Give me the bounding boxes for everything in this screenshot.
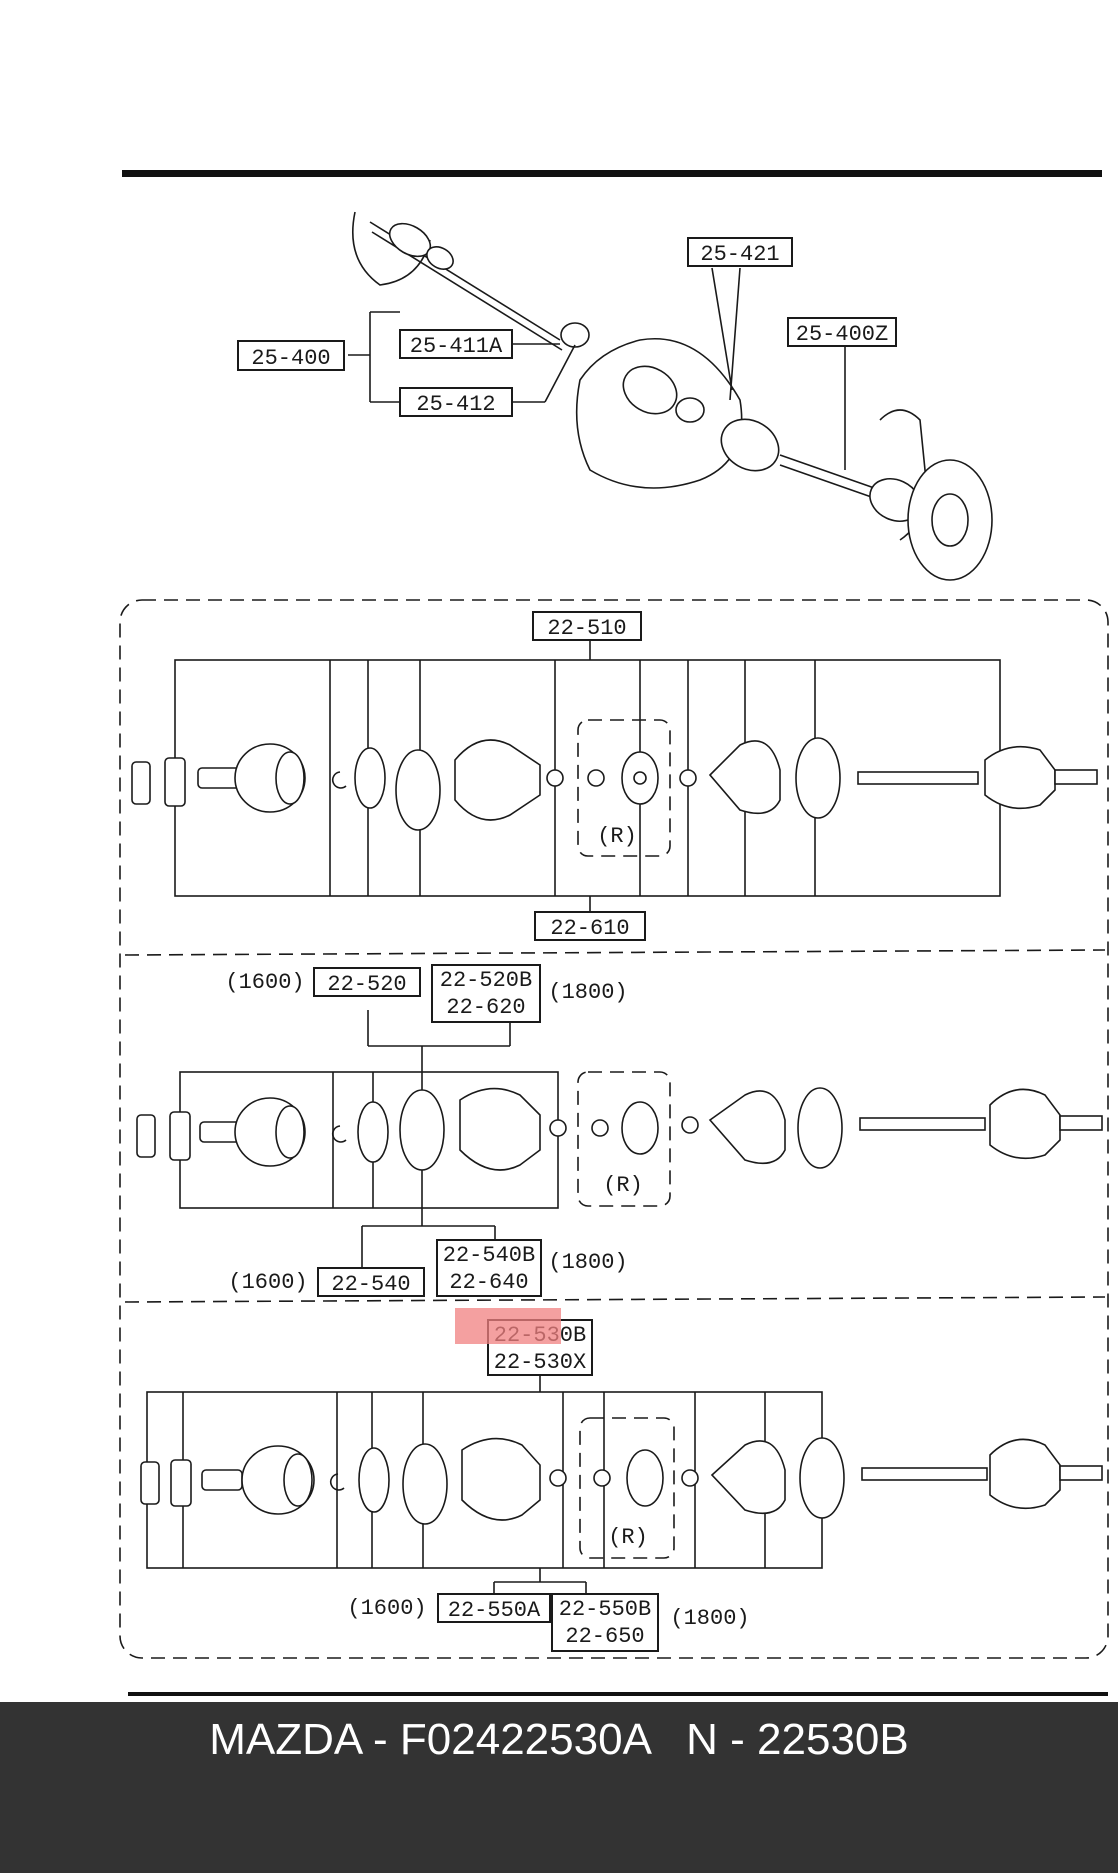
top-rule xyxy=(122,170,1102,177)
label-22-510: 22-510 xyxy=(547,616,626,641)
cage-note: (R) xyxy=(608,1525,648,1550)
note-1600: (1600) xyxy=(228,1270,307,1295)
note-1800: (1800) xyxy=(548,980,627,1005)
cage-note: (R) xyxy=(603,1173,643,1198)
label-22-620: 22-620 xyxy=(446,995,525,1020)
label-25-411a: 25-411A xyxy=(410,334,503,359)
label-25-412: 25-412 xyxy=(416,392,495,417)
label-25-421: 25-421 xyxy=(700,242,779,267)
overview-labels: 25-421 25-400Z 25-400 25-411A 25-412 xyxy=(237,237,897,417)
note-1800: (1800) xyxy=(670,1606,749,1631)
label-22-520: 22-520 xyxy=(327,972,406,997)
overview-drawing xyxy=(348,211,993,581)
footer-part-reference: MAZDA - F02422530A N - 22530B xyxy=(209,1715,909,1764)
label-22-540: 22-540 xyxy=(331,1272,410,1297)
parts-frame xyxy=(119,599,1109,1659)
parts-diagram: 25-421 25-400Z 25-400 25-411A 25-412 xyxy=(119,170,1109,1696)
section-divider xyxy=(124,949,1106,956)
footer-bar xyxy=(0,1702,1118,1873)
label-22-520b: 22-520B xyxy=(440,968,532,993)
bottom-rule xyxy=(128,1692,1108,1696)
label-25-400: 25-400 xyxy=(251,346,330,371)
label-22-550a: 22-550A xyxy=(448,1598,541,1623)
section-divider xyxy=(124,1296,1106,1303)
note-1600: (1600) xyxy=(225,970,304,995)
section-2: (1600) 22-520 22-520B 22-620 (1800) (160… xyxy=(136,964,1103,1297)
label-22-540b: 22-540B xyxy=(443,1243,535,1268)
section-1: 22-510 22-610 (R) xyxy=(131,611,1098,941)
cage-note: (R) xyxy=(597,824,637,849)
label-25-400z: 25-400Z xyxy=(796,322,888,347)
label-22-640: 22-640 xyxy=(449,1270,528,1295)
section-3: 22-530B 22-530X (1600) 22-550A 22-550B 2… xyxy=(140,1319,1103,1652)
note-1800: (1800) xyxy=(548,1250,627,1275)
label-22-610: 22-610 xyxy=(550,916,629,941)
label-22-650: 22-650 xyxy=(565,1624,644,1649)
label-22-550b: 22-550B xyxy=(559,1597,651,1622)
note-1600: (1600) xyxy=(347,1596,426,1621)
part-highlight xyxy=(455,1308,561,1344)
label-22-530x: 22-530X xyxy=(494,1350,586,1375)
